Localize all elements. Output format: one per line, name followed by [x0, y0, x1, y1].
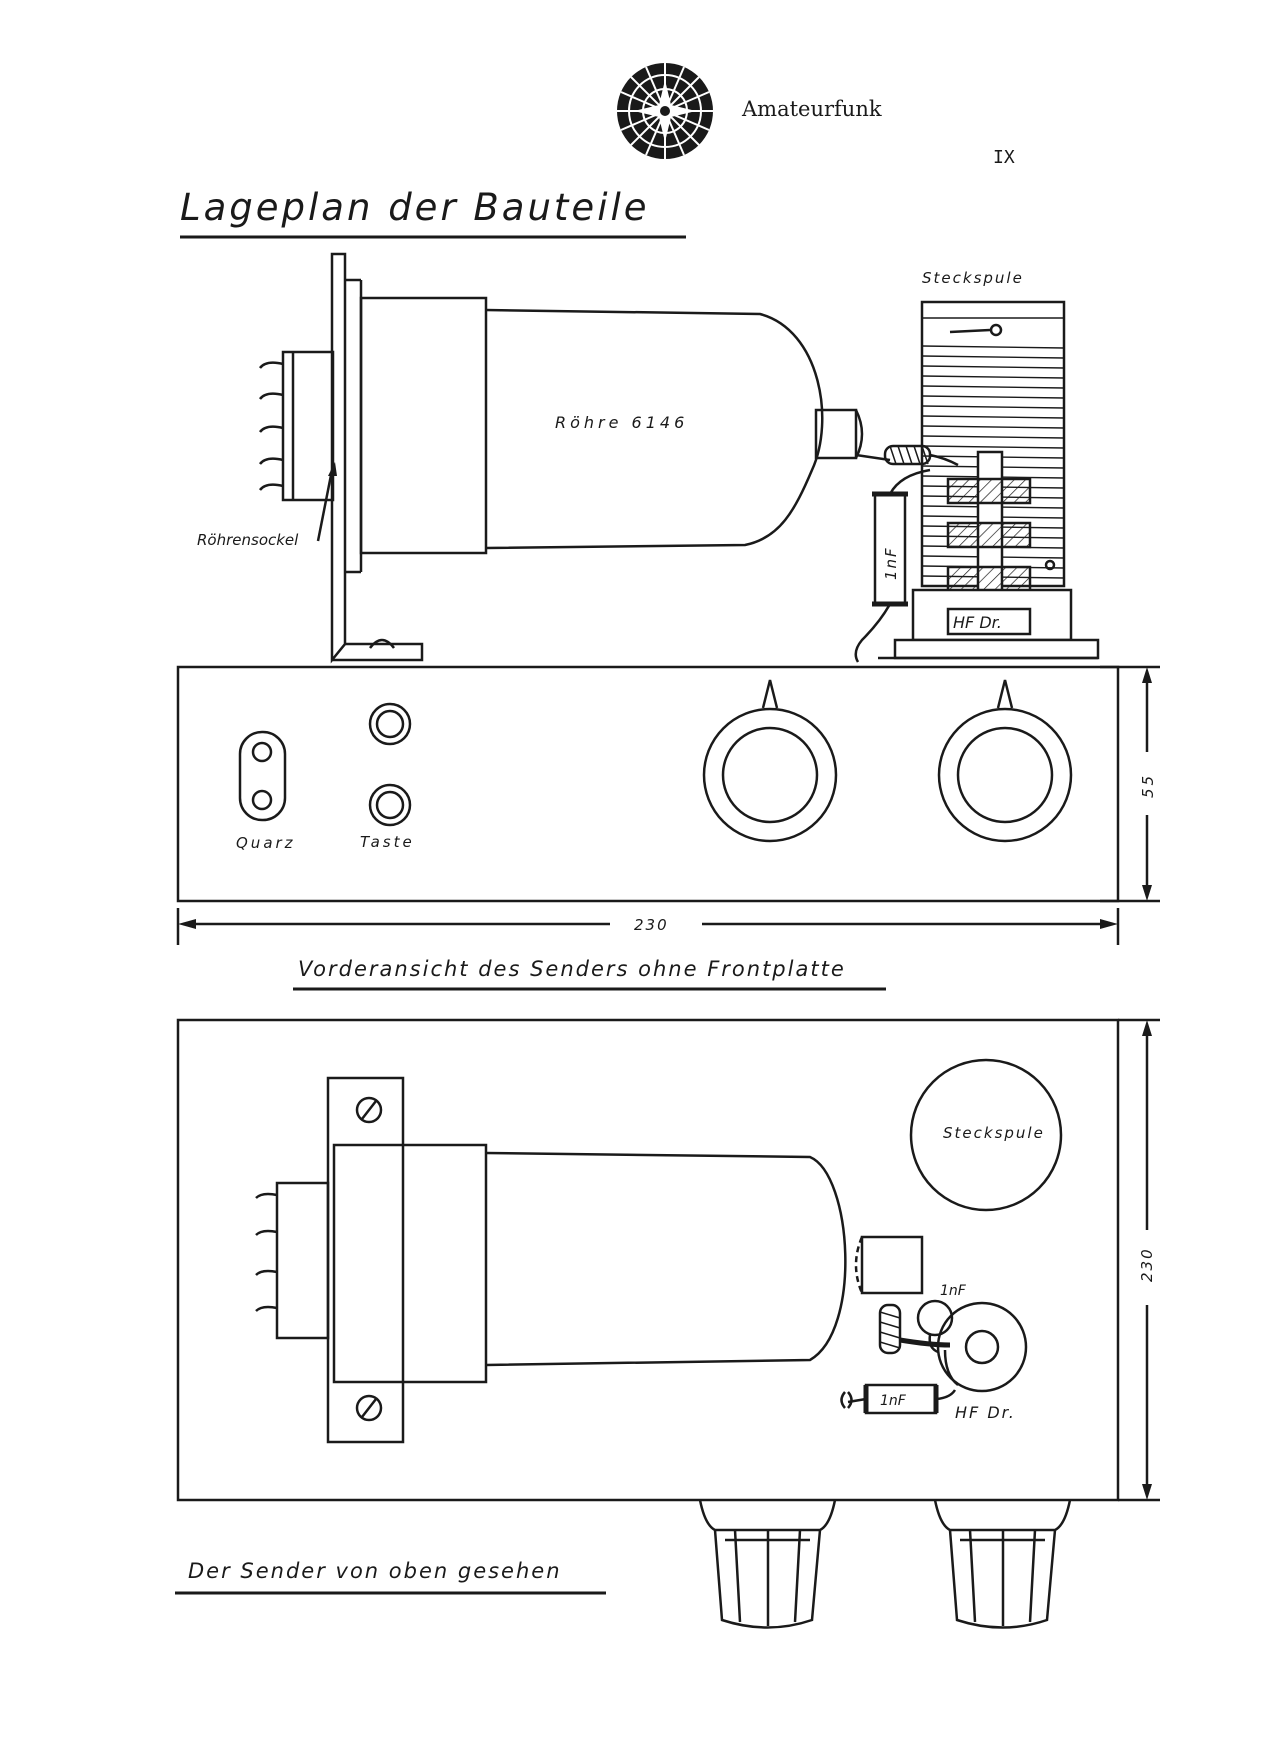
top-mounting-plate — [326, 1076, 405, 1444]
page-number: IX — [993, 147, 1015, 168]
top-tube-socket — [275, 1181, 330, 1340]
knob-left-front — [702, 707, 838, 843]
chassis-top — [176, 1018, 1120, 1502]
top-coil-socket — [909, 1058, 1063, 1212]
front-coil-label: Steckspule — [922, 269, 1024, 287]
front-view-caption: Vorderansicht des Senders ohne Frontplat… — [298, 957, 846, 981]
crystal-socket — [238, 730, 287, 822]
key-jack-top — [368, 702, 412, 746]
tube-base — [359, 296, 488, 555]
crystal-label: Quarz — [236, 834, 296, 852]
top-depth-dimension: 230 — [1138, 1247, 1156, 1282]
front-choke-label: HF Dr. — [953, 613, 1002, 632]
tube-envelope — [485, 308, 824, 550]
top-tube-envelope — [485, 1151, 847, 1367]
tube-label: Röhre 6146 — [555, 413, 688, 432]
front-width-dimension: 230 — [634, 916, 669, 934]
knob-right-top — [933, 1499, 1072, 1532]
front-capacitor-label: 1nF — [882, 546, 900, 580]
top-capacitor-label-1: 1nF — [940, 1283, 967, 1299]
top-tube-base — [332, 1143, 488, 1384]
top-coil-label: Steckspule — [943, 1124, 1045, 1142]
top-choke-label: HF Dr. — [955, 1403, 1016, 1422]
coil-windings — [921, 317, 1065, 579]
knob-left-top — [698, 1499, 837, 1532]
chassis-front — [176, 665, 1120, 903]
front-view-drawing — [176, 252, 1160, 945]
knob-right-front — [937, 707, 1073, 843]
tube-top-cap — [814, 408, 858, 460]
top-tube-cap — [860, 1235, 924, 1295]
top-capacitor-1nf-disk — [916, 1299, 954, 1337]
top-view-drawing — [176, 1018, 1160, 1629]
tube-socket — [281, 350, 335, 502]
page-title: Lageplan der Bauteile — [180, 186, 650, 229]
key-jack-bottom — [368, 783, 412, 827]
brand-logo-icon — [617, 63, 713, 159]
front-height-dimension: 55 — [1139, 773, 1157, 798]
brand-name: Amateurfunk — [741, 97, 882, 121]
top-view-caption: Der Sender von oben gesehen — [188, 1559, 562, 1583]
socket-label: Röhrensockel — [197, 531, 299, 549]
top-capacitor-label-2: 1nF — [880, 1393, 907, 1409]
key-label: Taste — [360, 833, 415, 851]
mounting-bracket — [332, 642, 424, 662]
